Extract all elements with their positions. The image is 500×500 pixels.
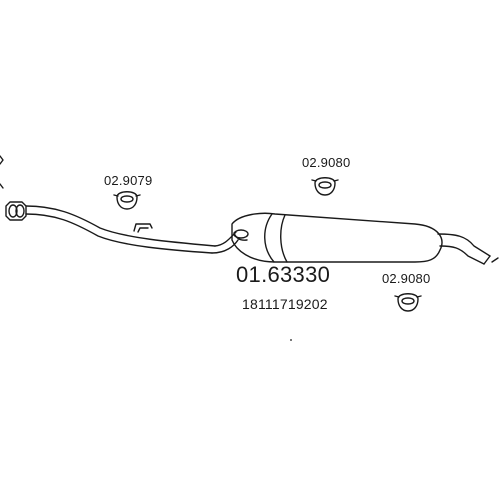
rear-silencer xyxy=(231,212,443,263)
clamp-label-2: 02.9080 xyxy=(302,155,351,170)
clamp-icon-1 xyxy=(113,191,141,210)
tail-pipe xyxy=(437,233,491,265)
clamp-label-1: 02.9079 xyxy=(104,173,153,188)
clamp-icon-2 xyxy=(311,177,339,196)
front-flange xyxy=(5,201,27,221)
part-number: 01.63330 xyxy=(236,262,331,287)
silencer-inlet xyxy=(233,229,249,241)
oem-number: 18111719202 xyxy=(242,296,328,312)
clamp-icon-3 xyxy=(394,293,422,312)
right-edge-mark xyxy=(491,257,499,263)
left-edge-marks xyxy=(0,155,4,189)
stray-dot xyxy=(290,339,292,341)
clamp-label-3: 02.9080 xyxy=(382,271,431,286)
intermediate-pipe xyxy=(25,205,239,254)
